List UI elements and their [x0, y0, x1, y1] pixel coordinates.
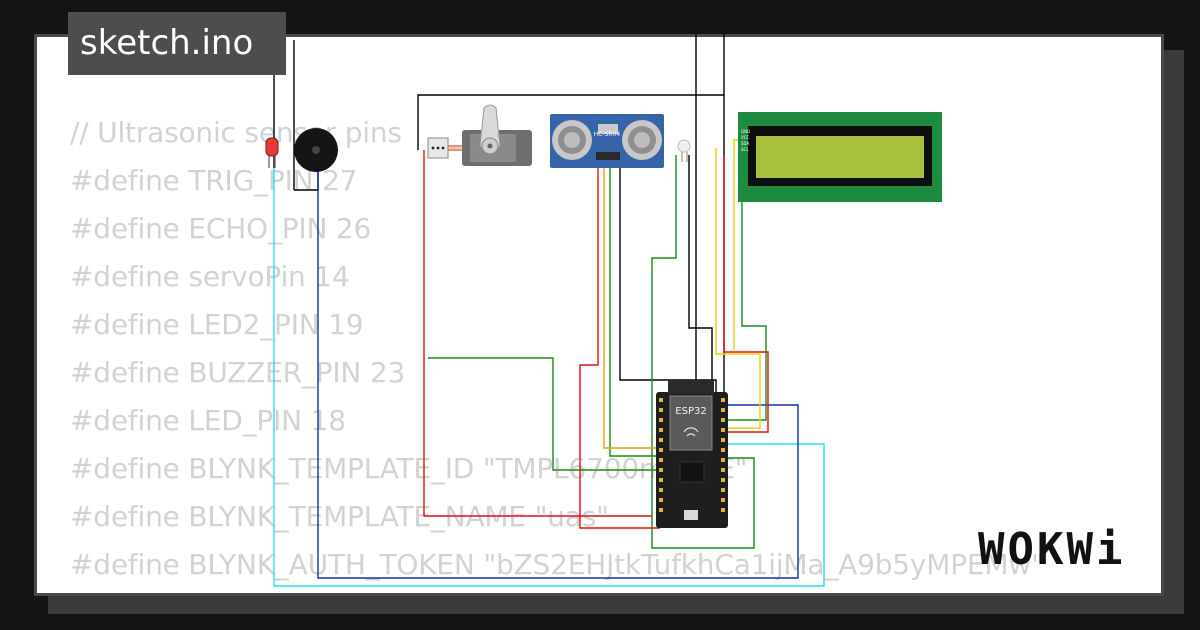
mcu-label: ESP32 [675, 406, 706, 417]
code-line: #define servoPin 14 [70, 260, 350, 293]
code-line: #define LED2_PIN 19 [70, 308, 364, 341]
code-line: #define BLYNK_AUTH_TOKEN "bZS2EHJtkTufkh… [70, 548, 1044, 581]
code-line: #define TRIG_PIN 27 [70, 164, 358, 197]
code-line: #define ECHO_PIN 26 [70, 212, 372, 245]
code-line: #define BUZZER_PIN 23 [70, 356, 406, 389]
esp32-board-icon[interactable]: ESP32 [656, 380, 728, 528]
white-led-icon[interactable] [677, 139, 691, 162]
lcd-display-icon[interactable]: GND VCC SDA SCL [738, 112, 942, 202]
lcd-pin-label: VCC [741, 135, 750, 140]
servo-motor-icon[interactable] [427, 104, 532, 166]
code-listing: // Ultrasonic sensor pins #define TRIG_P… [70, 109, 1044, 589]
wokwi-logo: WOKWi [978, 524, 1126, 575]
lcd-pin-label: SDA [741, 141, 750, 146]
ultrasonic-sensor-icon[interactable]: HC-SR04 [550, 114, 664, 168]
code-line: // Ultrasonic sensor pins [70, 116, 402, 149]
file-tab[interactable]: sketch.ino [68, 12, 286, 75]
buzzer-icon[interactable] [294, 128, 338, 172]
lcd-pin-label: SCL [741, 147, 749, 152]
red-led-icon[interactable] [265, 137, 279, 168]
code-line: #define LED_PIN 18 [70, 404, 346, 437]
sensor-label: HC-SR04 [594, 131, 621, 138]
lcd-pin-label: GND [741, 129, 750, 134]
